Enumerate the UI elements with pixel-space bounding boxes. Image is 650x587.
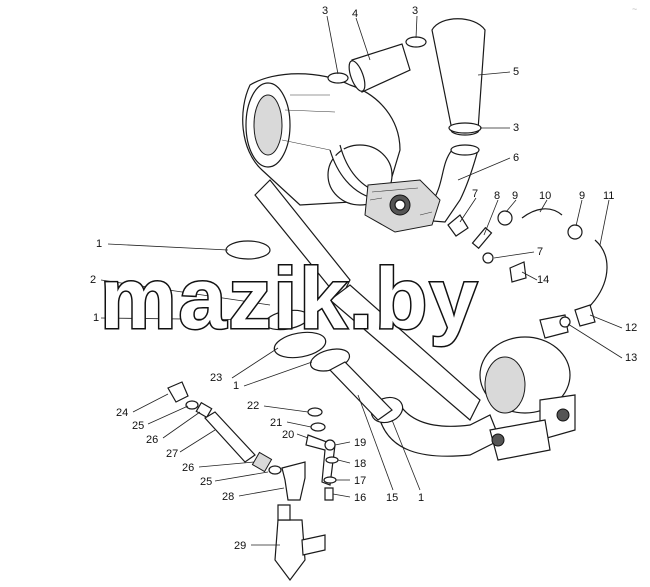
callout-c9a: 9 xyxy=(512,190,518,202)
callout-c3c: 3 xyxy=(513,122,519,134)
clamps-1 xyxy=(225,240,404,424)
callout-c27: 27 xyxy=(166,448,178,460)
callout-c25a: 25 xyxy=(132,420,144,432)
parts-layer xyxy=(167,18,608,581)
turbocharger xyxy=(479,314,576,461)
callout-c12: 12 xyxy=(625,322,637,334)
callout-c1a: 1 xyxy=(96,238,102,250)
callout-c1c: 1 xyxy=(233,380,239,392)
callout-c25b: 25 xyxy=(200,476,212,488)
callout-c13: 13 xyxy=(625,352,637,364)
callout-c23: 23 xyxy=(210,372,222,384)
callout-c14: 14 xyxy=(537,274,549,286)
callout-c7a: 7 xyxy=(472,188,478,200)
callout-c15: 15 xyxy=(386,492,398,504)
callout-c16: 16 xyxy=(354,492,366,504)
callout-c29: 29 xyxy=(234,540,246,552)
compressor-body xyxy=(364,179,441,233)
site-watermark: mazik.by xyxy=(100,251,479,347)
callout-c26a: 26 xyxy=(146,434,158,446)
callout-c3b: 3 xyxy=(412,5,418,17)
callout-c9b: 9 xyxy=(579,190,585,202)
fittings-upper-right xyxy=(447,208,608,328)
leader-lines xyxy=(100,15,623,546)
callout-c26b: 26 xyxy=(182,462,194,474)
callout-c3a: 3 xyxy=(322,5,328,17)
corner-mark: ~ xyxy=(632,4,637,14)
callout-c10: 10 xyxy=(539,190,551,202)
callout-c28: 28 xyxy=(222,491,234,503)
callout-c2: 2 xyxy=(90,274,96,286)
drain-assembly xyxy=(167,381,326,581)
hose-4 xyxy=(348,43,411,93)
callout-c17: 17 xyxy=(354,475,366,487)
callout-c7b: 7 xyxy=(537,246,543,258)
callout-c21: 21 xyxy=(270,417,282,429)
callout-c19: 19 xyxy=(354,437,366,449)
fittings-lower-center xyxy=(305,407,339,501)
callout-c6: 6 xyxy=(513,152,519,164)
callout-c8: 8 xyxy=(494,190,500,202)
callout-c18: 18 xyxy=(354,458,366,470)
clamps-3 xyxy=(327,36,482,134)
hose-15 xyxy=(329,361,393,421)
callout-c1b: 1 xyxy=(93,312,99,324)
callout-labels: 3 4 3 5 3 6 7 8 9 10 9 11 7 14 12 13 1 2… xyxy=(90,5,637,552)
callout-c1d: 1 xyxy=(418,492,424,504)
callout-c11: 11 xyxy=(603,190,614,202)
callout-c4: 4 xyxy=(352,8,358,20)
callout-c5: 5 xyxy=(513,66,519,78)
callout-c20: 20 xyxy=(282,429,294,441)
callout-c22: 22 xyxy=(247,400,259,412)
callout-c24: 24 xyxy=(116,407,128,419)
